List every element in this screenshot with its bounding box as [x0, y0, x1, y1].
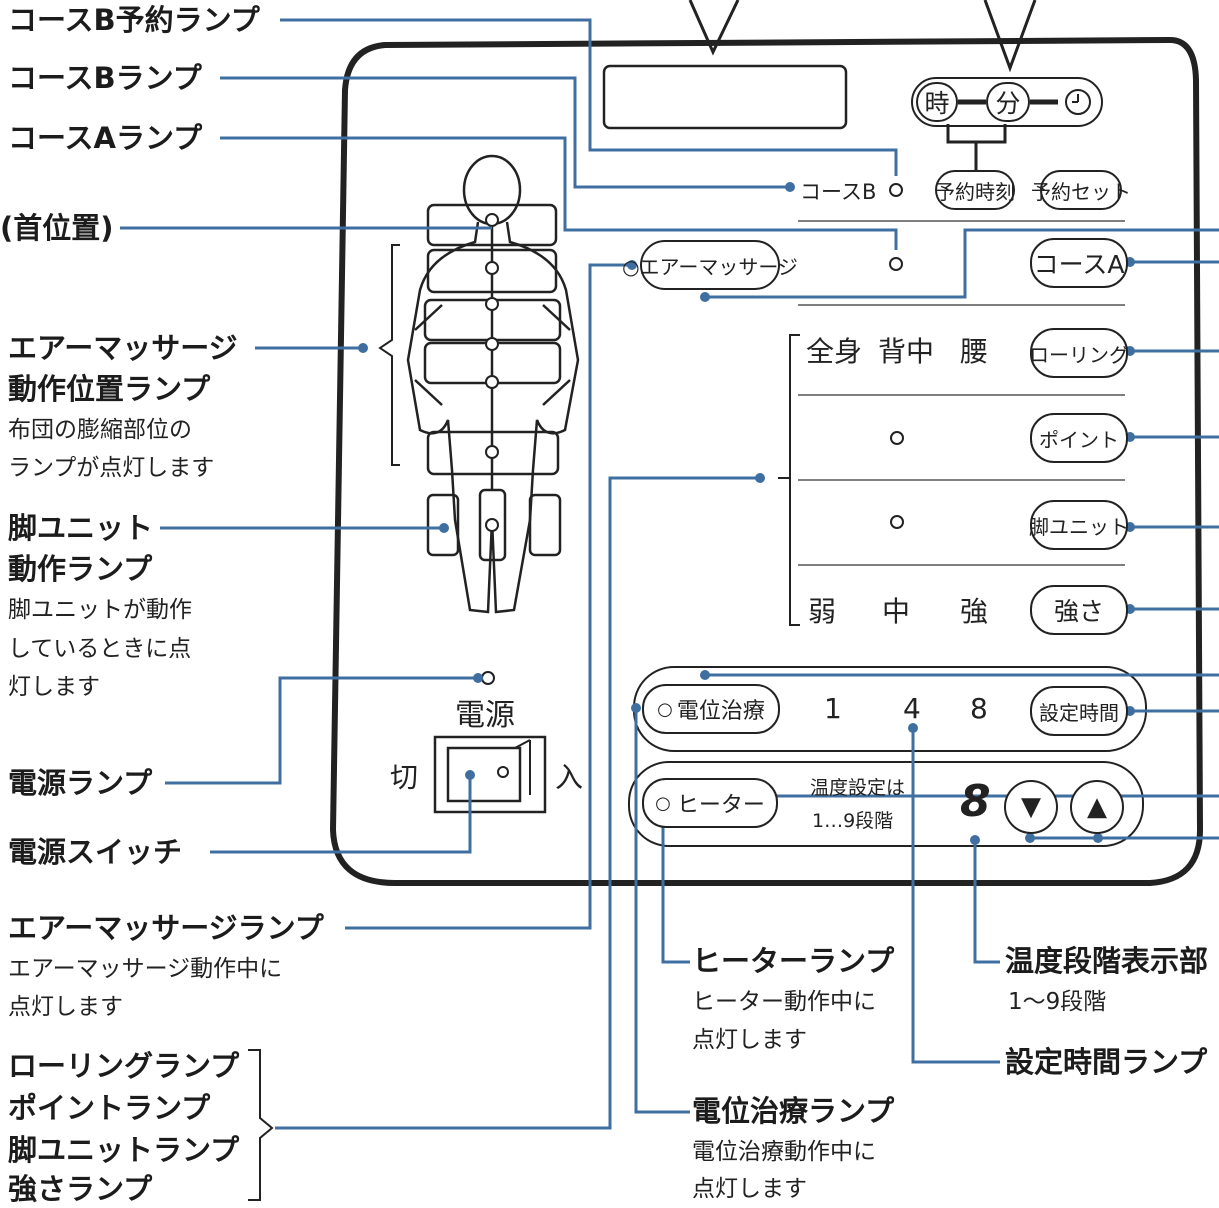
strength-button[interactable]: 強さ: [1030, 585, 1128, 635]
desc-air-position-2: ランプが点灯します: [8, 455, 215, 481]
time-value-4: 4: [903, 692, 921, 725]
desc-heater-1: ヒーター動作中に: [692, 989, 876, 1015]
timer-group-outline: [911, 77, 1103, 127]
label-leg-unit-lamp-1: 脚ユニット: [8, 511, 154, 545]
temp-digit-display: 8: [960, 776, 991, 827]
time-value-1: 1: [824, 692, 842, 725]
power-label: 電源: [455, 698, 515, 733]
desc-potential-1: 電位治療動作中に: [692, 1139, 876, 1165]
course-a-button[interactable]: コースA: [1030, 238, 1128, 288]
potential-lamp-marker: ○: [657, 698, 673, 720]
power-lamp-dot: [481, 671, 495, 685]
reserve-time-button[interactable]: 予約時刻: [935, 170, 1015, 210]
label-course-b-reserve-lamp: コースB予約ランプ: [8, 3, 260, 37]
down-triangle-icon: ▼: [1021, 792, 1041, 822]
label-neck-position: (首位置): [0, 211, 114, 245]
label-heater-lamp: ヒーターランプ: [692, 944, 895, 978]
label-power-switch: 電源スイッチ: [8, 835, 183, 869]
label-set-time-lamp: 設定時間ランプ: [1005, 1045, 1208, 1079]
label-air-massage-lamp: エアーマッサージランプ: [8, 911, 324, 945]
point-lamp-dot: [890, 431, 904, 445]
area-waist: 腰: [960, 335, 989, 368]
desc-potential-2: 点灯します: [692, 1176, 807, 1202]
hour-button[interactable]: 時: [916, 82, 958, 122]
label-leg-unit-lamp-2: 動作ランプ: [8, 552, 153, 586]
potential-therapy-label: 電位治療: [676, 699, 765, 724]
desc-leg-unit-2: しているときに点: [8, 636, 192, 662]
point-button[interactable]: ポイント: [1030, 413, 1128, 463]
label-leg-unit-group-lamp: 脚ユニットランプ: [8, 1133, 240, 1167]
power-switch-frame: [433, 735, 547, 814]
top-pointer-right: [983, 0, 1037, 73]
desc-air-position-1: 布団の膨縮部位の: [8, 417, 192, 443]
heater-label: ヒーター: [676, 793, 765, 818]
desc-leg-unit-1: 脚ユニットが動作: [8, 597, 192, 623]
panel-outline: [329, 36, 1204, 886]
desc-air-massage-1: エアーマッサージ動作中に: [8, 956, 283, 982]
rolling-button[interactable]: ローリング: [1029, 328, 1129, 378]
switch-on-label: 入: [555, 761, 584, 794]
power-switch-rocker: [446, 746, 522, 803]
timer-display-window: [602, 64, 848, 130]
label-course-a-lamp: コースAランプ: [8, 121, 203, 155]
label-potential-lamp: 電位治療ランプ: [692, 1094, 895, 1128]
label-air-position-lamp-1: エアーマッサージ: [8, 331, 238, 365]
strength-medium: 中: [882, 595, 911, 628]
temp-note-1: 温度設定は: [810, 777, 906, 799]
label-power-lamp: 電源ランプ: [8, 766, 153, 800]
strength-strong: 強: [960, 595, 989, 628]
temp-up-button[interactable]: ▲: [1070, 780, 1124, 834]
label-strength-lamp: 強さランプ: [8, 1172, 153, 1206]
air-massage-button[interactable]: ○エアーマッサージ: [622, 240, 798, 290]
label-temp-display: 温度段階表示部: [1005, 944, 1209, 978]
heater-button[interactable]: ○ヒーター: [642, 778, 778, 828]
label-air-position-lamp-2: 動作位置ランプ: [8, 372, 211, 406]
body-lamp-dots: [485, 213, 499, 532]
course-b-label: コースB: [800, 180, 877, 204]
power-switch[interactable]: [446, 746, 524, 804]
set-time-button[interactable]: 設定時間: [1030, 686, 1128, 736]
up-triangle-icon: ▲: [1087, 792, 1107, 822]
desc-heater-2: 点灯します: [692, 1027, 807, 1053]
label-point-lamp: ポイントランプ: [8, 1091, 211, 1125]
temp-note-2: 1…9段階: [812, 810, 894, 832]
temp-down-button[interactable]: ▼: [1004, 780, 1058, 834]
strength-weak: 弱: [808, 595, 837, 628]
time-value-8: 8: [970, 692, 988, 725]
leg-unit-button[interactable]: 脚ユニット: [1029, 500, 1129, 550]
potential-therapy-button[interactable]: ○電位治療: [642, 684, 780, 734]
desc-temp-range: 1〜9段階: [1008, 989, 1107, 1015]
leg-lamp-dot: [890, 515, 904, 529]
desc-leg-unit-3: 灯します: [8, 674, 100, 700]
label-rolling-lamp: ローリングランプ: [8, 1049, 240, 1083]
area-whole-body: 全身: [806, 335, 863, 368]
course-b-lamp-dot: [889, 183, 903, 197]
switch-off-label: 切: [390, 761, 419, 794]
heater-group-outline: [628, 761, 1144, 847]
desc-air-massage-2: 点灯します: [8, 994, 123, 1020]
course-a-lamp-dot: [889, 257, 903, 271]
top-pointer-left: [688, 0, 740, 56]
clock-icon: [1065, 89, 1091, 115]
leader-lines: [120, 18, 1219, 1130]
minute-button[interactable]: 分: [986, 82, 1030, 122]
label-course-b-lamp: コースBランプ: [8, 61, 202, 95]
heater-lamp-marker: ○: [655, 792, 671, 814]
area-back: 背中: [878, 335, 935, 368]
reserve-set-button[interactable]: 予約セット: [1031, 170, 1131, 210]
